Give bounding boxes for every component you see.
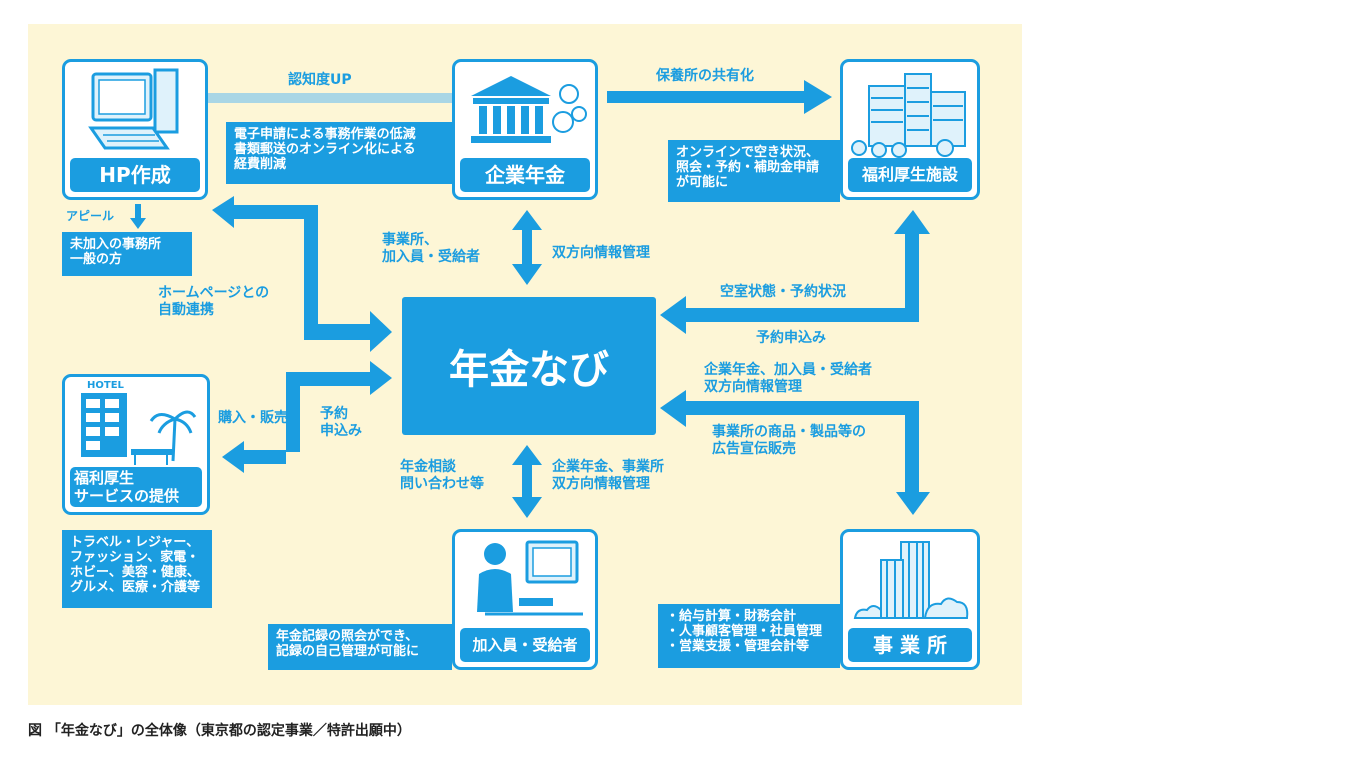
node-kigyo-label: 企業年金 bbox=[460, 158, 590, 192]
label-nenkin-sodan-line: 問い合わせ等 bbox=[400, 476, 484, 492]
label-kigyo-kanyu-line: 企業年金、加入員・受給者 bbox=[704, 362, 872, 378]
desc-travel-line: ホビー、美容・健康、 bbox=[70, 565, 200, 580]
label-homepage-line: 自動連携 bbox=[158, 302, 214, 318]
desc-non-members: 未加入の事務所 一般の方 bbox=[62, 232, 192, 276]
figure-caption: 図 「年金なび」の全体像（東京都の認定事業／特許出願中） bbox=[28, 723, 411, 739]
node-business: 事 業 所 bbox=[840, 529, 980, 670]
desc-business-line: ・営業支援・管理会計等 bbox=[666, 639, 810, 654]
label-jigyosho-kanyu: 事業所、 加入員・受給者 bbox=[382, 232, 480, 266]
hotel-sign: HOTEL bbox=[87, 380, 124, 391]
hub-nenkin-navi: 年金なび bbox=[402, 297, 656, 435]
desc-members-line: 年金記録の照会ができ、 bbox=[276, 629, 419, 644]
desc-facility: オンラインで空き状況、 照会・予約・補助金申請 が可能に bbox=[668, 140, 840, 202]
desc-kigyo-line: 経費削減 bbox=[234, 157, 287, 172]
desc-business-line: ・人事顧客管理・社員管理 bbox=[666, 624, 823, 639]
label-yoyaku-line: 申込み bbox=[320, 423, 362, 439]
label-kigyo-kanyu-line: 双方向情報管理 bbox=[704, 379, 802, 395]
label-yoyaku-moushi: 予約申込み bbox=[756, 330, 826, 346]
desc-non-members-line: 一般の方 bbox=[70, 252, 123, 267]
node-welfare-facility-label: 福利厚生施設 bbox=[848, 158, 972, 192]
node-members-label: 加入員・受給者 bbox=[460, 628, 590, 662]
node-members: 加入員・受給者 bbox=[452, 529, 598, 670]
label-hoyo: 保養所の共有化 bbox=[656, 68, 754, 84]
desc-kigyo-line: 書類郵送のオンライン化による bbox=[234, 142, 416, 157]
desc-members-line: 記録の自己管理が可能に bbox=[276, 644, 420, 659]
desc-business-line: ・給与計算・財務会計 bbox=[666, 609, 797, 624]
label-ninchido: 認知度UP bbox=[288, 72, 352, 88]
desc-members: 年金記録の照会ができ、 記録の自己管理が可能に bbox=[268, 624, 452, 670]
desc-travel-line: トラベル・レジャー、 bbox=[70, 535, 200, 550]
label-kigyo-kanyu: 企業年金、加入員・受給者 双方向情報管理 bbox=[704, 362, 872, 396]
label-jigyosho-kanyu-line: 事業所、 bbox=[382, 232, 438, 248]
facility-buildings-icon bbox=[851, 73, 966, 158]
label-shohin: 事業所の商品・製品等の 広告宣伝販売 bbox=[712, 424, 866, 458]
label-kushitsu: 空室状態・予約状況 bbox=[720, 284, 846, 300]
label-kigyo-jigyo: 企業年金、事業所 双方向情報管理 bbox=[552, 459, 664, 493]
label-nenkin-sodan: 年金相談 問い合わせ等 bbox=[400, 459, 484, 493]
computer-icon bbox=[88, 68, 179, 150]
node-hp: HP作成 bbox=[62, 59, 208, 200]
desc-facility-line: オンラインで空き状況、 bbox=[676, 145, 820, 160]
label-kigyo-jigyo-line: 双方向情報管理 bbox=[552, 476, 650, 492]
desc-facility-line: が可能に bbox=[676, 175, 729, 190]
label-konyu: 購入・販売 bbox=[218, 410, 288, 426]
label-appeal: アピール bbox=[66, 209, 115, 223]
label-yoyaku: 予約 申込み bbox=[320, 406, 362, 440]
node-business-label: 事 業 所 bbox=[848, 628, 972, 662]
desc-kigyo-line: 電子申請による事務作業の低減 bbox=[234, 127, 416, 142]
desc-facility-line: 照会・予約・補助金申請 bbox=[676, 160, 820, 175]
person-at-computer-icon bbox=[477, 540, 583, 616]
office-building-icon bbox=[853, 541, 969, 619]
desc-travel-line: ファッション、家電・ bbox=[70, 550, 200, 565]
node-hp-label: HP作成 bbox=[70, 158, 200, 192]
label-homepage-line: ホームページとの bbox=[158, 285, 270, 301]
label-shohin-line: 広告宣伝販売 bbox=[712, 441, 796, 457]
node-welfare-service: HOTEL 福利厚生 サービスの提供 bbox=[62, 374, 210, 515]
label-homepage: ホームページとの 自動連携 bbox=[158, 285, 269, 319]
bank-building-icon bbox=[471, 76, 587, 143]
desc-non-members-line: 未加入の事務所 bbox=[70, 237, 162, 252]
hotel-icon bbox=[81, 393, 197, 465]
label-kigyo-jigyo-line: 企業年金、事業所 bbox=[552, 459, 664, 475]
label-sohoko-1: 双方向情報管理 bbox=[552, 245, 650, 261]
node-welfare-facility: 福利厚生施設 bbox=[840, 59, 980, 200]
label-nenkin-sodan-line: 年金相談 bbox=[400, 459, 456, 475]
desc-business: ・給与計算・財務会計 ・人事顧客管理・社員管理 ・営業支援・管理会計等 bbox=[658, 604, 840, 668]
node-welfare-service-label: 福利厚生 サービスの提供 bbox=[70, 467, 202, 507]
node-welfare-service-label-line: 福利厚生 bbox=[74, 469, 135, 487]
node-kigyo: 企業年金 bbox=[452, 59, 598, 200]
label-shohin-line: 事業所の商品・製品等の bbox=[712, 424, 866, 440]
label-jigyosho-kanyu-line: 加入員・受給者 bbox=[382, 249, 480, 265]
desc-kigyo: 電子申請による事務作業の低減 書類郵送のオンライン化による 経費削減 bbox=[226, 122, 452, 184]
desc-travel: トラベル・レジャー、 ファッション、家電・ ホビー、美容・健康、 グルメ、医療・… bbox=[62, 530, 212, 608]
label-yoyaku-line: 予約 bbox=[320, 406, 348, 422]
desc-travel-line: グルメ、医療・介護等 bbox=[70, 580, 201, 595]
node-welfare-service-label-line: サービスの提供 bbox=[74, 487, 180, 505]
